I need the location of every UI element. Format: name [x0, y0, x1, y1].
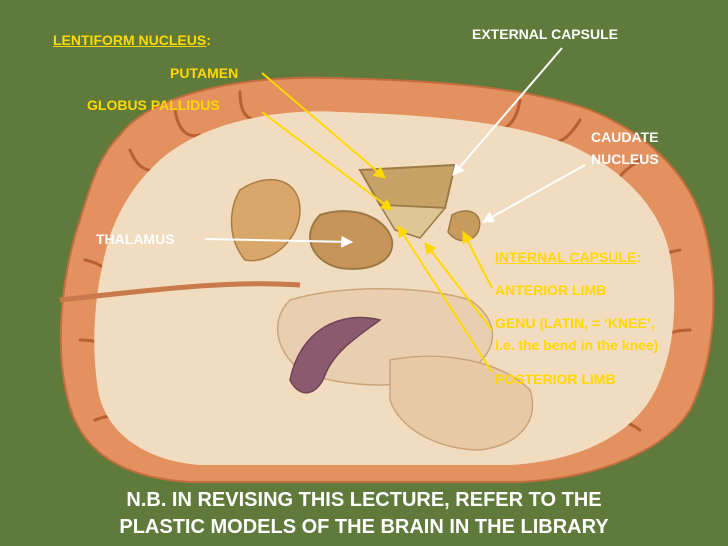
choroid-plexus	[289, 316, 382, 394]
arrow-thalamus	[204, 235, 354, 248]
label-genu-line1: GENU (LATIN, = ‘KNEE’,	[495, 315, 655, 331]
label-genu-line2: i.e. the bend in the knee)	[495, 337, 659, 353]
arrow-putamen	[261, 72, 386, 179]
internal-capsule-colon: :	[636, 249, 641, 265]
label-lentiform-nucleus: LENTIFORM NUCLEUS:	[53, 31, 211, 49]
label-anterior-limb: ANTERIOR LIMB	[495, 282, 607, 298]
internal-capsule-title: INTERNAL CAPSULE	[495, 249, 637, 265]
arrow-genu	[424, 242, 493, 331]
yellow-arrows	[261, 72, 493, 373]
footer-line-2: PLASTIC MODELS OF THE BRAIN IN THE LIBRA…	[119, 516, 609, 538]
label-posterior-limb: POSTERIOR LIMB	[495, 371, 616, 387]
globus-pallidus-structure	[378, 204, 447, 239]
lentiform-colon: :	[206, 32, 211, 48]
label-thalamus: THALAMUS	[96, 231, 175, 247]
label-internal-capsule: INTERNAL CAPSULE:	[495, 248, 641, 266]
label-globus-pallidus: GLOBUS PALLIDUS	[87, 97, 220, 113]
cerebellum-region	[389, 355, 534, 451]
label-putamen: PUTAMEN	[170, 65, 239, 81]
footer-line-1: N.B. IN REVISING THIS LECTURE, REFER TO …	[126, 489, 602, 511]
white-arrows	[204, 47, 586, 248]
label-external-capsule: EXTERNAL CAPSULE	[472, 26, 618, 42]
arrow-caudate-nucleus	[481, 164, 586, 223]
arrow-anterior-limb	[462, 230, 493, 289]
arrow-globus-pallidus	[261, 111, 393, 211]
arrow-posterior-limb	[397, 224, 493, 373]
label-caudate-line2: NUCLEUS	[591, 151, 659, 167]
footer-note: N.B. IN REVISING THIS LECTURE, REFER TO …	[0, 487, 728, 541]
lentiform-nucleus-title: LENTIFORM NUCLEUS	[53, 32, 207, 48]
arrow-external-capsule	[452, 47, 563, 176]
caudate-structure	[447, 210, 481, 242]
longitudinal-fissure	[59, 281, 301, 303]
label-caudate-line1: CAUDATE	[591, 129, 659, 145]
